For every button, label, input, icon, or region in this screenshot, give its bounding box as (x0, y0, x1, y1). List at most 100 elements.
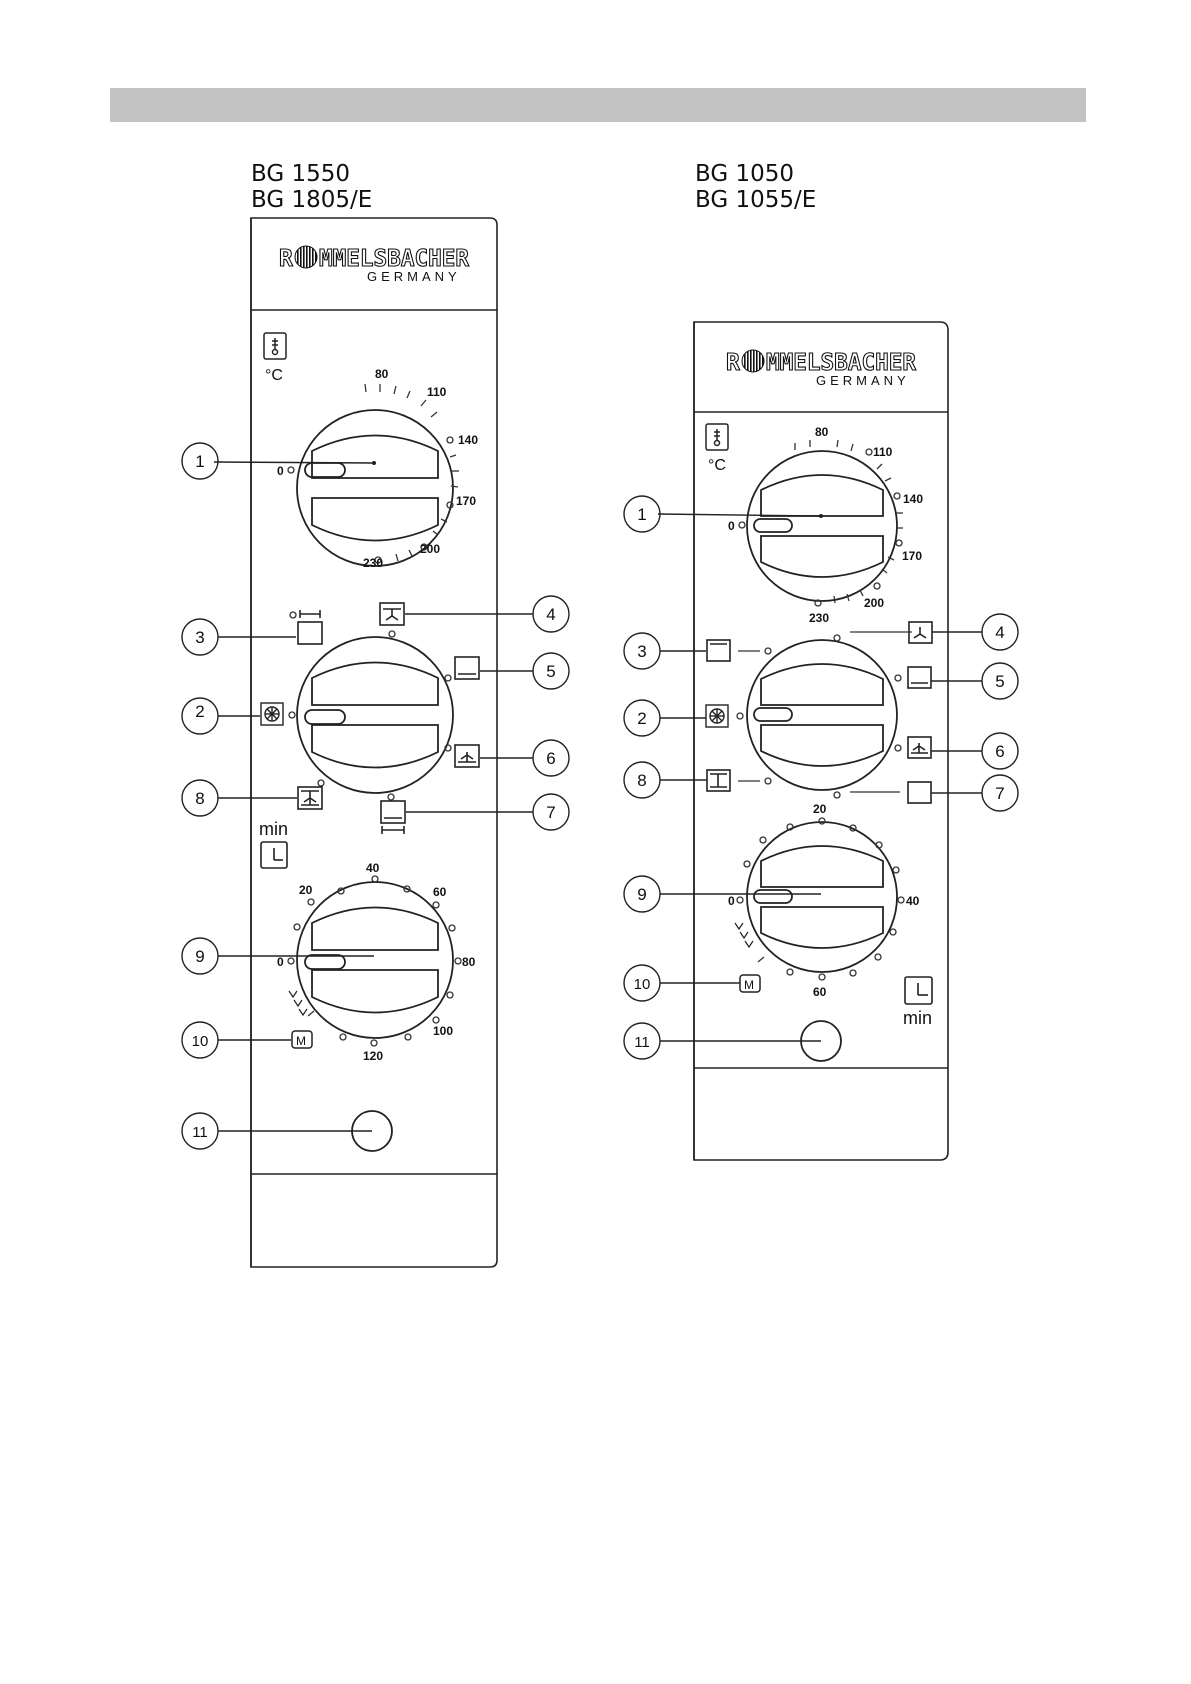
left-control-panel (250, 217, 498, 1268)
svg-text:110: 110 (873, 445, 893, 459)
clock-icon (260, 841, 288, 869)
svg-text:MMELSBACHER: MMELSBACHER (766, 350, 916, 376)
right-thermostat-knob (746, 450, 898, 602)
left-model-2: BG 1805/E (251, 187, 373, 213)
svg-text:60: 60 (433, 885, 447, 899)
bottom-heat-icon (907, 666, 932, 689)
thermometer-icon (705, 423, 729, 451)
left-temp-unit: °C (265, 367, 283, 384)
right-thermostat-scale: 0 80 110 140 170 200 230 (728, 425, 923, 625)
top-bottom-heat-fan-icon (297, 786, 323, 810)
left-function-knob (296, 636, 454, 794)
right-callout-4: 4 (995, 623, 1004, 642)
right-model-1: BG 1050 (695, 161, 795, 187)
left-callout-7: 7 (546, 803, 555, 822)
defrost-icon (705, 704, 729, 728)
header-bar (110, 88, 1086, 122)
right-temp-unit: °C (708, 457, 726, 474)
left-logo-subtitle: GERMANY (367, 269, 461, 284)
svg-text:200: 200 (864, 596, 884, 610)
right-callout-1: 1 (637, 505, 646, 524)
svg-text:80: 80 (462, 955, 476, 969)
bottom-heat-fan-icon (454, 744, 480, 768)
svg-text:0: 0 (277, 464, 284, 478)
top-bottom-heat-icon (907, 781, 932, 804)
right-function-knob (746, 639, 898, 791)
right-callout-8: 8 (637, 771, 646, 790)
right-logo-subtitle: GERMANY (816, 373, 910, 388)
right-callout-9: 9 (637, 885, 646, 904)
svg-text:80: 80 (375, 367, 389, 381)
thermometer-icon (263, 332, 287, 360)
right-manual-mark: M (739, 974, 761, 993)
left-callout-8: 8 (195, 789, 204, 808)
clock-icon (904, 976, 933, 1005)
left-callouts (181, 442, 570, 1150)
defrost-icon (260, 702, 284, 726)
svg-text:140: 140 (903, 492, 923, 506)
left-timer-scale: 0 20 40 60 80 100 120 (277, 861, 476, 1063)
svg-text:60: 60 (813, 985, 827, 999)
right-logo: R MMELSBACHER GERMANY (725, 349, 916, 388)
right-callout-11: 11 (634, 1034, 650, 1051)
svg-text:230: 230 (809, 611, 829, 625)
right-timer-scale: 0 20 40 60 (728, 802, 920, 999)
top-heat-fan-icon (908, 621, 933, 644)
svg-text:20: 20 (813, 802, 827, 816)
svg-text:120: 120 (363, 1049, 383, 1063)
right-callout-6: 6 (995, 742, 1004, 761)
right-callouts (623, 495, 1019, 1060)
left-callout-2: 2 (195, 702, 204, 721)
right-timer-knob (746, 821, 898, 973)
left-callout-6: 6 (546, 749, 555, 768)
svg-text:20: 20 (299, 883, 313, 897)
left-callout-5: 5 (546, 662, 555, 681)
left-callout-10: 10 (192, 1033, 209, 1050)
svg-text:200: 200 (420, 542, 440, 556)
left-callout-1: 1 (195, 452, 204, 471)
svg-text:170: 170 (902, 549, 922, 563)
bottom-heat-fan-icon (907, 736, 932, 759)
left-thermostat-ticks (287, 383, 459, 564)
top-heat-width-icon (297, 610, 323, 645)
right-callout-3: 3 (637, 642, 646, 661)
svg-text:0: 0 (277, 955, 284, 969)
microwave-wave-icon (734, 922, 754, 949)
right-callout-7: 7 (995, 784, 1004, 803)
svg-text:R: R (279, 246, 293, 272)
svg-text:M: M (744, 978, 754, 992)
left-callout-4: 4 (546, 605, 555, 624)
left-callout-3: 3 (195, 628, 204, 647)
right-model-2: BG 1055/E (695, 187, 817, 213)
top-heat-icon (706, 639, 731, 662)
bottom-heat-icon (454, 656, 480, 680)
right-callout-2: 2 (637, 709, 646, 728)
svg-text:40: 40 (906, 894, 920, 908)
top-bottom-heat-fan-icon (706, 769, 731, 792)
left-logo: R MMELSBACHER GERMANY (278, 245, 469, 284)
svg-text:R: R (726, 350, 740, 376)
svg-text:0: 0 (728, 519, 735, 533)
svg-text:0: 0 (728, 894, 735, 908)
left-timer-unit: min (259, 819, 288, 839)
svg-text:MMELSBACHER: MMELSBACHER (319, 246, 469, 272)
svg-text:80: 80 (815, 425, 829, 439)
svg-text:M: M (296, 1034, 306, 1048)
left-callout-11: 11 (192, 1124, 208, 1141)
left-manual-mark: M (291, 1030, 313, 1049)
left-timer-knob (296, 881, 454, 1039)
right-timer-unit: min (903, 1008, 932, 1028)
top-heat-fan-icon (379, 602, 405, 626)
right-control-panel (693, 321, 949, 1161)
svg-text:140: 140 (458, 433, 478, 447)
svg-text:40: 40 (366, 861, 380, 875)
svg-text:170: 170 (456, 494, 476, 508)
left-callout-9: 9 (195, 947, 204, 966)
right-callout-5: 5 (995, 672, 1004, 691)
left-model-1: BG 1550 (251, 161, 351, 187)
microwave-wave-icon (288, 990, 308, 1017)
svg-text:230: 230 (363, 556, 383, 570)
left-thermostat-knob (296, 409, 454, 567)
svg-text:110: 110 (427, 385, 447, 399)
